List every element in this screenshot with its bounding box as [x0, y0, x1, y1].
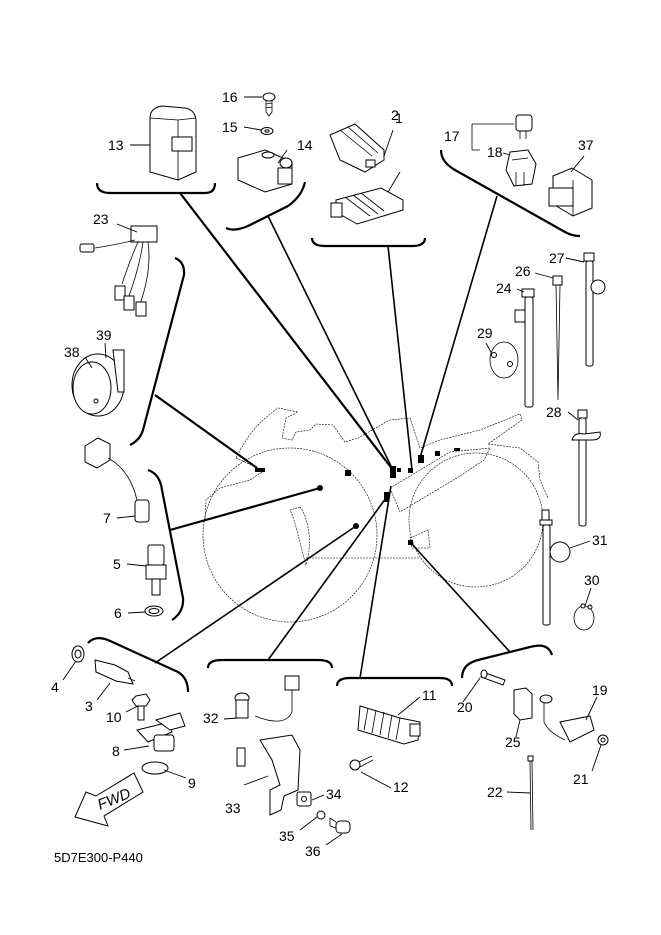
diagram-code: 5D7E300-P440: [54, 850, 143, 865]
part-20-bolt[interactable]: [480, 669, 506, 686]
callout-16[interactable]: 16: [222, 89, 238, 105]
part-25-damper[interactable]: [513, 687, 533, 721]
callout-26[interactable]: 26: [515, 263, 531, 279]
callout-27[interactable]: 27: [549, 250, 565, 266]
callout-38[interactable]: 38: [64, 344, 80, 360]
callout-21[interactable]: 21: [573, 771, 589, 787]
callout-29[interactable]: 29: [477, 325, 493, 341]
callout-30[interactable]: 30: [584, 572, 600, 588]
part-1-control-unit[interactable]: [330, 187, 404, 225]
lead-line-19: [410, 542, 511, 653]
callout-32[interactable]: 32: [203, 710, 219, 726]
callout-35[interactable]: 35: [279, 828, 295, 844]
part-17-relay-assembly[interactable]: [471, 114, 533, 151]
callout-36[interactable]: 36: [305, 843, 321, 859]
part-16-screw[interactable]: [262, 92, 276, 117]
callout-5[interactable]: 5: [113, 556, 121, 572]
part-6-gasket[interactable]: [144, 605, 164, 617]
callout-2[interactable]: 2: [391, 107, 399, 123]
callout-14[interactable]: 14: [297, 137, 313, 153]
callout-22[interactable]: 22: [487, 784, 503, 800]
part-3-sensor[interactable]: [94, 659, 136, 685]
lead-line-13: [179, 192, 394, 471]
part-38-horn[interactable]: [71, 349, 125, 417]
part-15-washer[interactable]: [260, 127, 274, 135]
part-30-clamp[interactable]: [573, 603, 595, 631]
part-4-gasket[interactable]: [71, 645, 85, 663]
callout-17[interactable]: 17: [444, 128, 460, 144]
part-29-clamp[interactable]: [489, 341, 519, 379]
part-13-cover[interactable]: [149, 105, 197, 181]
part-22-cable-tie[interactable]: [527, 755, 534, 831]
callout-8[interactable]: 8: [112, 743, 120, 759]
part-26-band[interactable]: [552, 275, 563, 401]
part-7-switch[interactable]: [84, 437, 150, 523]
part-8-crank-sensor[interactable]: [136, 712, 186, 752]
callout-11[interactable]: 11: [422, 687, 437, 703]
callout-15[interactable]: 15: [222, 119, 238, 135]
lead-line-11: [359, 485, 392, 679]
motorcycle-silhouette: [202, 407, 549, 623]
part-10-bolt[interactable]: [131, 693, 151, 721]
callout-1[interactable]: 1: [395, 110, 403, 126]
callout-12[interactable]: 12: [393, 779, 409, 795]
callout-28[interactable]: 28: [546, 404, 562, 420]
lead-line-1: [387, 245, 413, 471]
callout-7[interactable]: 7: [103, 510, 111, 526]
part-31-band[interactable]: [539, 509, 571, 626]
callout-labels: 1 2 3 4 5 6 7 8 9 10 11 12 13 14 15 16 1…: [51, 89, 608, 859]
part-14-relay[interactable]: [237, 149, 293, 193]
part-24-band[interactable]: [514, 288, 535, 408]
callout-24[interactable]: 24: [496, 280, 512, 296]
lead-line-5: [169, 486, 321, 532]
callout-18[interactable]: 18: [487, 144, 503, 160]
part-19-sensor[interactable]: [539, 694, 595, 743]
lead-line-32: [267, 497, 387, 661]
part-28-band[interactable]: [571, 409, 601, 527]
part-35-collar[interactable]: [316, 810, 326, 820]
callout-25[interactable]: 25: [505, 734, 521, 750]
callout-20[interactable]: 20: [457, 699, 473, 715]
callout-13[interactable]: 13: [108, 137, 124, 153]
part-5-temperature-sensor[interactable]: [145, 544, 167, 596]
part-32-switch[interactable]: [234, 675, 300, 767]
part-23-lead-wire[interactable]: [79, 225, 158, 317]
callout-3[interactable]: 3: [85, 698, 93, 714]
callout-4[interactable]: 4: [51, 679, 59, 695]
part-11-rectifier-regulator[interactable]: [357, 705, 421, 745]
callout-6[interactable]: 6: [114, 605, 122, 621]
callout-39[interactable]: 39: [96, 327, 112, 343]
group-brackets: [87, 149, 581, 693]
part-12-bolt[interactable]: [349, 755, 374, 771]
part-2-control-unit[interactable]: [329, 123, 385, 173]
callout-10[interactable]: 10: [106, 709, 122, 725]
part-33-stay[interactable]: [259, 734, 301, 816]
callout-23[interactable]: 23: [93, 211, 109, 227]
part-34-damper[interactable]: [296, 791, 312, 807]
callout-34[interactable]: 34: [326, 786, 342, 802]
part-36-bolt[interactable]: [329, 817, 351, 834]
part-18-relay-holder[interactable]: [505, 149, 537, 187]
lead-line-3: [154, 525, 357, 664]
callout-9[interactable]: 9: [188, 775, 196, 791]
part-37-relay[interactable]: [548, 167, 593, 217]
callout-33[interactable]: 33: [225, 800, 241, 816]
lead-line-14: [267, 215, 392, 467]
part-9-o-ring[interactable]: [141, 761, 169, 775]
callout-19[interactable]: 19: [592, 682, 608, 698]
leader-lines: [62, 96, 602, 846]
part-21-nut[interactable]: [597, 734, 609, 746]
callout-31[interactable]: 31: [592, 532, 608, 548]
lead-line-23: [154, 394, 258, 469]
fwd-arrow: FWD: [74, 772, 144, 827]
callout-37[interactable]: 37: [578, 137, 594, 153]
part-27-band[interactable]: [583, 252, 606, 367]
lead-line-17: [419, 195, 498, 459]
